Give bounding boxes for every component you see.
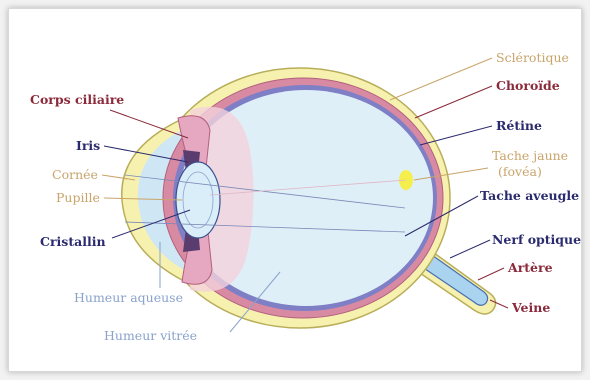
label-humeur-aqueuse: Humeur aqueuse: [74, 290, 183, 305]
label-choroide: Choroïde: [496, 78, 560, 93]
leader-sclerotique: [390, 58, 492, 100]
label-cristallin: Cristallin: [40, 234, 106, 249]
label-artere: Artère: [507, 260, 553, 275]
label-retine: Rétine: [496, 118, 542, 133]
label-corps-ciliaire: Corps ciliaire: [30, 92, 124, 107]
leader-nerf-optique: [450, 240, 490, 258]
label-sclerotique: Sclérotique: [496, 50, 569, 65]
label-tache-aveugle: Tache aveugle: [480, 188, 579, 203]
label-fovea: (fovéa): [498, 164, 542, 179]
leader-choroide: [415, 86, 492, 118]
label-pupille: Pupille: [56, 190, 100, 205]
label-veine: Veine: [511, 300, 550, 315]
label-cornee: Cornée: [52, 167, 98, 182]
leader-artere: [478, 268, 504, 280]
label-nerf-optique: Nerf optique: [492, 232, 581, 247]
label-tache-jaune: Tache jaune: [492, 148, 568, 163]
label-iris: Iris: [76, 138, 100, 153]
label-humeur-vitree: Humeur vitrée: [104, 328, 197, 343]
